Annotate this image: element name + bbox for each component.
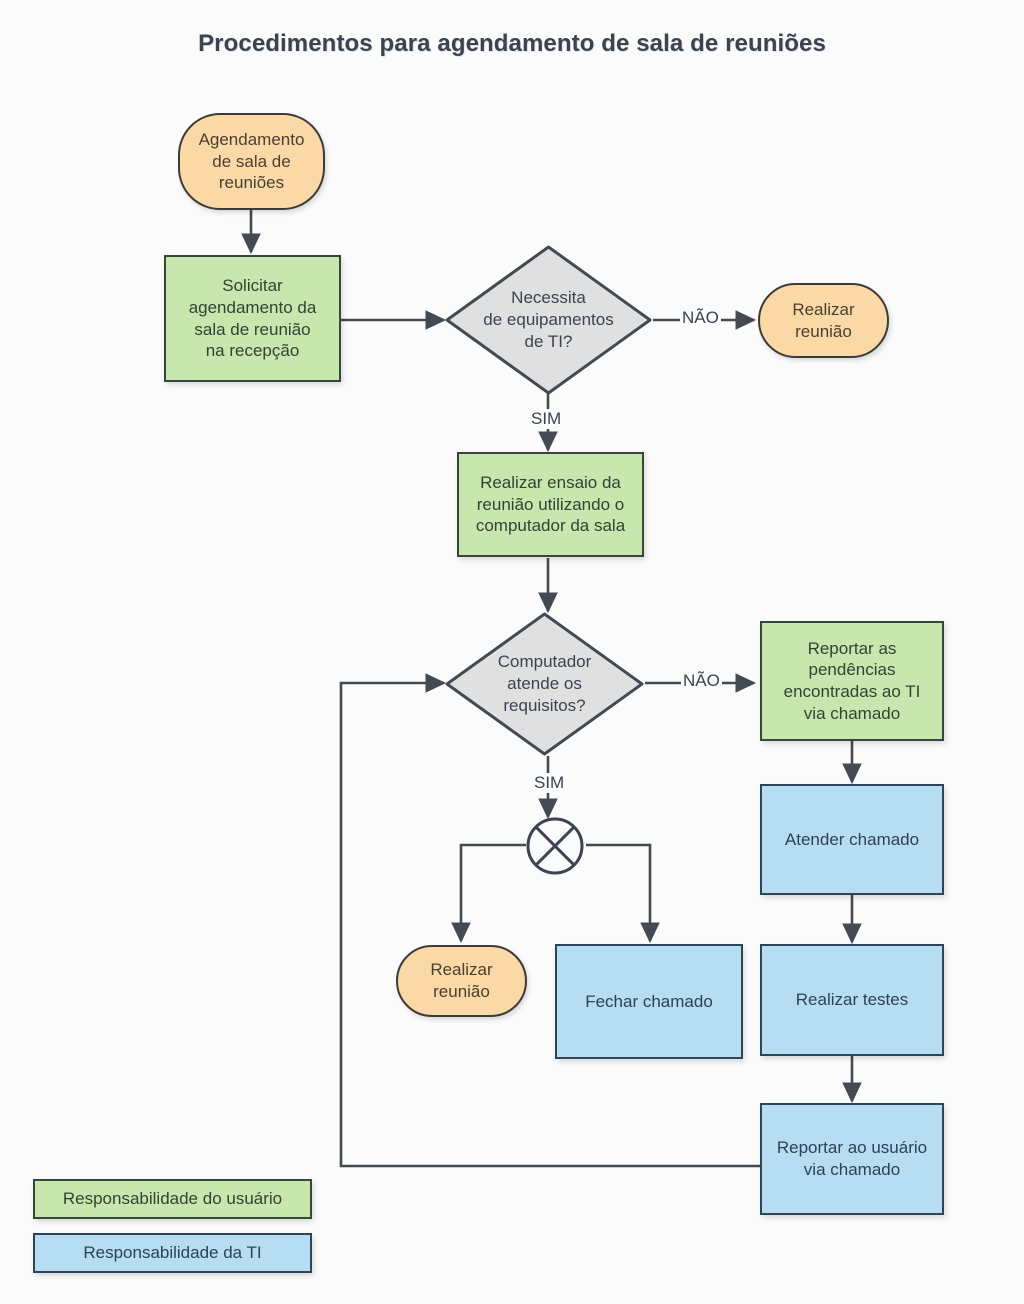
legend-item-user: Responsabilidade do usuário [33, 1179, 312, 1219]
edge-label-equip-nao: NÃO [680, 308, 721, 328]
node-realizar-reuniao-top[interactable]: Realizar reunião [758, 283, 889, 358]
legend-item-it: Responsabilidade da TI [33, 1233, 312, 1273]
edge-label-requisitos-sim: SIM [532, 773, 567, 793]
node-decision-equipamentos[interactable]: Necessita de equipamentos de TI? [444, 244, 653, 396]
node-decision-requisitos[interactable]: Computador atende os requisitos? [444, 611, 645, 757]
node-realizar-reuniao-bottom[interactable]: Realizar reunião [396, 945, 527, 1017]
node-fechar-chamado[interactable]: Fechar chamado [555, 944, 743, 1059]
node-solicitar-agendamento[interactable]: Solicitar agendamento da sala de reunião… [164, 255, 341, 382]
node-reportar-pendencias[interactable]: Reportar as pendências encontradas ao TI… [760, 621, 944, 741]
gateway-xor[interactable] [524, 815, 586, 877]
node-atender-chamado[interactable]: Atender chamado [760, 784, 944, 895]
node-realizar-ensaio[interactable]: Realizar ensaio da reunião utilizando o … [457, 452, 644, 557]
page-title: Procedimentos para agendamento de sala d… [198, 30, 826, 57]
node-reportar-usuario[interactable]: Reportar ao usuário via chamado [760, 1103, 944, 1215]
edge-label-requisitos-nao: NÃO [681, 671, 722, 691]
edge-label-equip-sim: SIM [529, 409, 564, 429]
node-realizar-testes[interactable]: Realizar testes [760, 944, 944, 1056]
node-start[interactable]: Agendamento de sala de reuniões [178, 113, 325, 210]
